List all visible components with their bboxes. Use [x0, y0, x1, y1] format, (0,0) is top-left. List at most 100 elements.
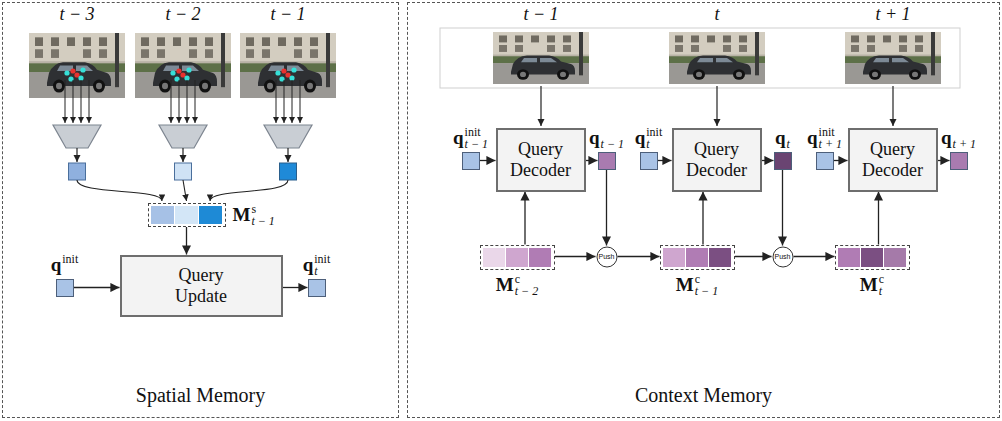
subscript: t − 2: [515, 285, 538, 297]
connector-arrow: [586, 160, 598, 161]
symbol-base: q: [635, 128, 646, 147]
memory-bank: Mct − 2: [480, 245, 555, 270]
memory-curve: [183, 180, 187, 201]
symbol-base: q: [941, 128, 952, 147]
process-box: Query Decoder: [672, 128, 762, 192]
query-token: qinit: [56, 279, 74, 297]
subscript: t: [787, 138, 790, 150]
symbol-base: q: [589, 128, 600, 147]
symbol-base: q: [303, 255, 314, 274]
process-box: Query Update: [120, 255, 283, 317]
math-label: Mct − 1: [676, 273, 718, 297]
superscript: c: [879, 273, 884, 285]
superscript: c: [515, 273, 538, 285]
symbol-base: M: [860, 275, 878, 294]
connector-arrow: [938, 160, 950, 161]
query-token: qinitt: [308, 279, 326, 297]
connector-arrow: [186, 227, 187, 255]
superscript: c: [695, 273, 718, 285]
subscript: t − 1: [465, 138, 488, 150]
symbol-base: M: [496, 275, 514, 294]
car-photo: [493, 32, 589, 84]
time-label: t − 3: [59, 4, 94, 24]
memory-cell: [686, 248, 708, 267]
connector-arrow: [74, 287, 120, 288]
time-label: t: [714, 4, 719, 24]
math-label: Mct: [860, 273, 884, 297]
car-photo: [669, 32, 765, 84]
symbol-base: M: [676, 275, 694, 294]
superscript: init: [465, 126, 488, 138]
superscript: s: [251, 203, 274, 215]
symbol-base: q: [807, 128, 818, 147]
connector-arrow: [283, 287, 308, 288]
box-label: Query Decoder: [505, 139, 577, 180]
subscript: t + 1: [953, 138, 976, 150]
memory-cell: [709, 248, 731, 267]
memory-cell: [199, 206, 222, 224]
query-token: qt − 1: [598, 152, 616, 170]
symbol-base: q: [775, 128, 786, 147]
frame-arrow: [716, 86, 717, 126]
connector-arrow: [794, 256, 835, 257]
push-circle-shape: [773, 247, 793, 267]
query-points: [170, 67, 191, 81]
connector-arrow: [658, 160, 672, 161]
memory-cell: [175, 206, 198, 224]
math-label: qinitt + 1: [807, 126, 842, 150]
feature-square: [69, 163, 86, 180]
connector-arrow: [762, 160, 774, 161]
process-box: Query Decoder: [848, 128, 938, 192]
connector-arrow: [702, 192, 703, 245]
connector-arrow: [555, 256, 596, 257]
connector-arrow: [834, 160, 848, 161]
connector-arrow: [524, 192, 525, 245]
query-token: qinitt − 1: [462, 152, 480, 170]
subscript: t: [879, 285, 884, 297]
math-label: qinitt: [635, 126, 663, 150]
symbol-base: q: [51, 255, 62, 274]
frame-strip: [440, 28, 960, 88]
frame-arrow: [540, 86, 541, 126]
symbol-base: M: [233, 205, 251, 224]
math-label: qinitt: [303, 253, 331, 277]
subscript: t: [314, 265, 330, 277]
memory-cell: [861, 248, 883, 267]
memory-cell: [151, 206, 174, 224]
memory-cell: [529, 248, 551, 267]
math-label: qinitt − 1: [453, 126, 488, 150]
superscript: init: [646, 126, 662, 138]
car-photo: [135, 33, 231, 98]
query-token: qt + 1: [950, 152, 968, 170]
process-box: Query Decoder: [496, 128, 586, 192]
feature-square: [175, 163, 192, 180]
query-token: qinitt: [640, 152, 658, 170]
push-label: Push: [599, 253, 615, 260]
query-token: qt: [774, 152, 792, 170]
push-circle: Push: [596, 246, 618, 268]
panel-title: Context Memory: [635, 384, 772, 406]
query-points: [64, 67, 85, 81]
math-label: qt − 1: [589, 126, 624, 150]
box-label: Query Update: [165, 265, 237, 306]
memory-curve: [77, 180, 162, 201]
car-photo: [845, 32, 941, 84]
connector-arrow: [735, 256, 772, 257]
frame-arrow: [892, 86, 893, 126]
math-label: qinit: [51, 253, 79, 277]
math-label: qt + 1: [941, 126, 976, 150]
query-token: qinitt + 1: [816, 152, 834, 170]
box-label: Query Decoder: [681, 139, 753, 180]
time-label: t − 2: [165, 4, 200, 24]
time-label: t − 1: [523, 4, 558, 24]
dashed-panel: Context Memoryqinitt − 1Query Decoderqt …: [407, 2, 1000, 418]
subscript: t: [646, 138, 662, 150]
connector-arrow: [878, 192, 879, 245]
push-label: Push: [775, 253, 791, 260]
connector-arrow: [618, 256, 660, 257]
memory-cell: [663, 248, 685, 267]
push-circle-shape: [597, 247, 617, 267]
box-label: Query Decoder: [857, 139, 929, 180]
feature-square: [280, 163, 297, 180]
encoder: [264, 80, 312, 162]
